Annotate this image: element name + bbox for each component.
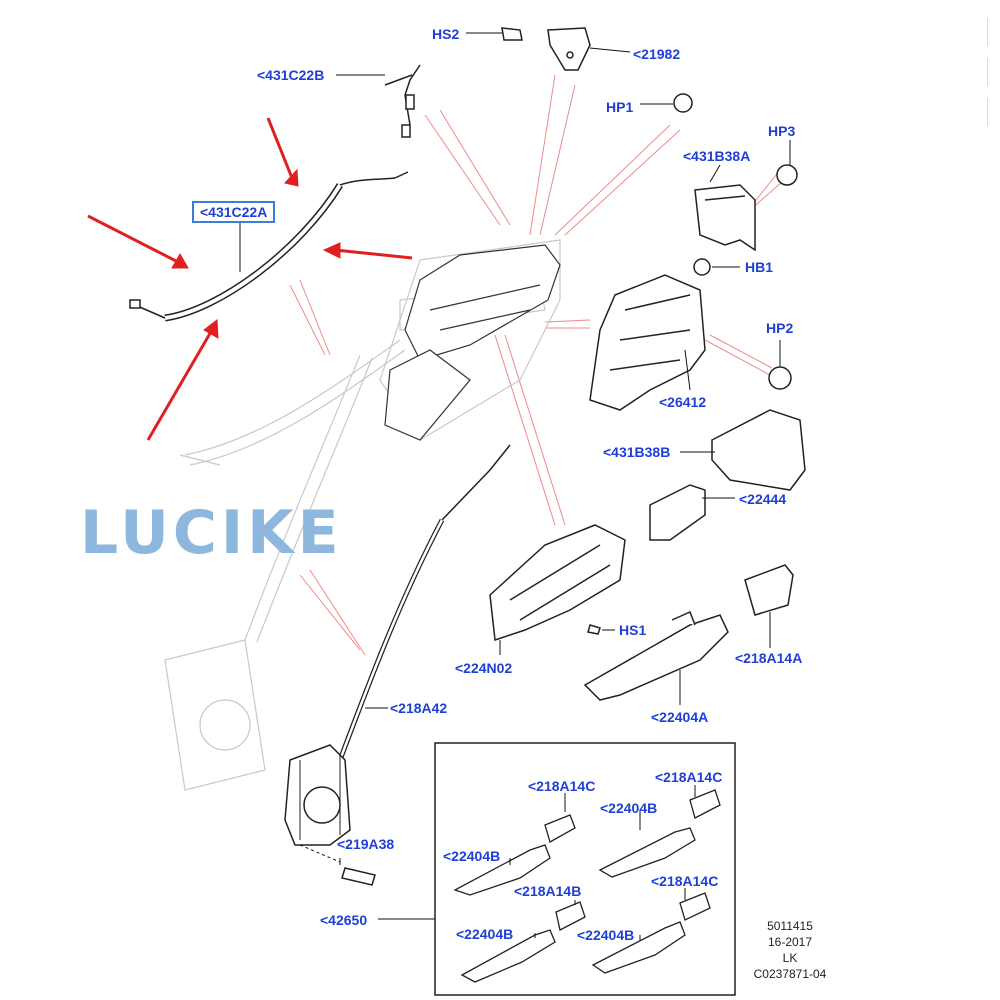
label-431b38a: <431B38A bbox=[683, 148, 751, 164]
inset-label-218a14b: <218A14B bbox=[514, 883, 582, 899]
handle-assembly bbox=[384, 244, 561, 441]
label-hp1: HP1 bbox=[606, 99, 634, 115]
label-hp3: HP3 bbox=[768, 123, 796, 139]
edge-mark bbox=[987, 98, 1000, 126]
cable-431c22b bbox=[384, 64, 421, 138]
inset-box bbox=[434, 742, 736, 996]
label-218a42: <218A42 bbox=[390, 700, 448, 716]
latch-26412 bbox=[589, 274, 706, 411]
ghost-assembly bbox=[164, 239, 561, 791]
rod-218a42 bbox=[337, 444, 511, 761]
cable-431c22a bbox=[129, 171, 409, 322]
inset-label-22404b-2: <22404B bbox=[443, 848, 501, 864]
reference-line-3: LK bbox=[782, 951, 798, 965]
edge-mark bbox=[987, 58, 1000, 86]
latch-42650 bbox=[284, 744, 351, 846]
label-22444: <22444 bbox=[739, 491, 787, 507]
red-arrows bbox=[87, 117, 413, 441]
edge-mark bbox=[987, 18, 1000, 46]
reference-line-4: C0237871-04 bbox=[753, 967, 827, 981]
handle-22404a bbox=[583, 610, 729, 701]
label-431b38b: <431B38B bbox=[603, 444, 671, 460]
watermark: LUCIKE bbox=[80, 498, 343, 568]
label-219a38: <219A38 bbox=[337, 836, 395, 852]
reference-line-1: 5011415 bbox=[767, 919, 813, 933]
label-hs2: HS2 bbox=[432, 26, 460, 42]
label-22404a: <22404A bbox=[651, 709, 709, 725]
inset-label-218a14c-1: <218A14C bbox=[528, 778, 596, 794]
label-431c22b: <431C22B bbox=[257, 67, 325, 83]
bezel-22444 bbox=[649, 484, 706, 541]
inset-label-22404b-1: <22404B bbox=[600, 800, 658, 816]
inset-label-218a14c-2: <218A14C bbox=[655, 769, 723, 785]
label-26412: <26412 bbox=[659, 394, 707, 410]
reference-line-2: 16-2017 bbox=[767, 935, 813, 949]
label-218a14a: <218A14A bbox=[735, 650, 803, 666]
label-21982: <21982 bbox=[633, 46, 681, 62]
cover-431b38a bbox=[694, 184, 756, 252]
label-42650: <42650 bbox=[320, 912, 368, 928]
cap-218a14a bbox=[744, 564, 794, 616]
inset-label-218a14c-3: <218A14C bbox=[651, 873, 719, 889]
inset-label-22404b-3: <22404B bbox=[456, 926, 514, 942]
label-224n02: <224N02 bbox=[455, 660, 513, 676]
carrier-224n02 bbox=[489, 524, 626, 642]
red-leader-lines bbox=[289, 74, 791, 656]
label-431c22a: <431C22A bbox=[192, 201, 276, 223]
inset-label-22404b-4: <22404B bbox=[577, 927, 635, 943]
label-hp2: HP2 bbox=[766, 320, 794, 336]
small-fasteners bbox=[341, 27, 798, 886]
label-hs1: HS1 bbox=[619, 622, 647, 638]
cover-431b38b bbox=[711, 409, 806, 491]
label-hb1: HB1 bbox=[745, 259, 774, 275]
label-leaders bbox=[239, 32, 791, 920]
reference-block: 5011415 16-2017 LK C0237871-04 bbox=[745, 918, 835, 982]
